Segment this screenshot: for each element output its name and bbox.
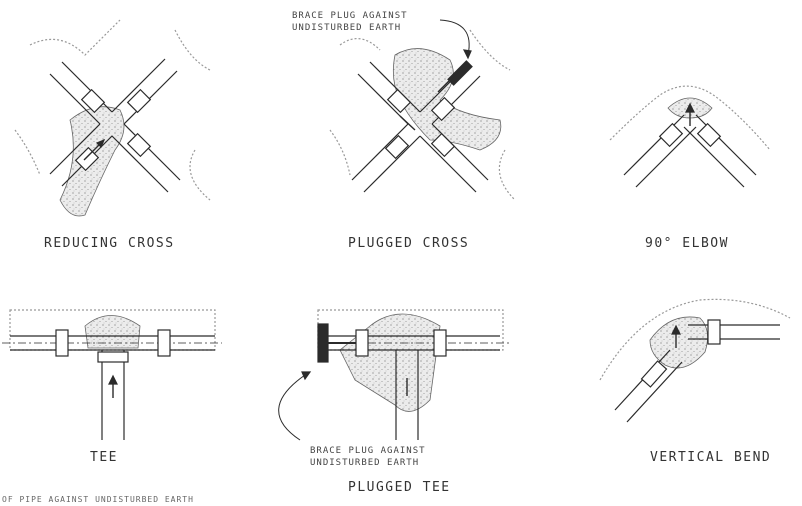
- earth-outline: [329, 29, 516, 201]
- joint-bell: [430, 132, 456, 158]
- elbow-90-label: 90° ELBOW: [645, 236, 729, 251]
- tee-drawing: [2, 309, 222, 440]
- pipe-nw: [357, 61, 421, 125]
- note-arrowhead: [462, 49, 472, 60]
- plugged-cross-label: PLUGGED CROSS: [348, 236, 470, 251]
- joint-bell: [640, 360, 668, 388]
- earth-outline: [14, 19, 211, 201]
- earth-outline: [599, 298, 791, 381]
- pipe-left-leg: [623, 114, 697, 188]
- note-line-2: UNDISTURBED EARTH: [292, 23, 402, 33]
- elbow-90-drawing: [609, 85, 771, 188]
- earth-cut: [9, 309, 216, 351]
- cropped-footer-note: OF PIPE AGAINST UNDISTURBED EARTH: [2, 495, 194, 504]
- tee-label: TEE: [90, 450, 118, 465]
- reducing-cross-drawing: [14, 19, 211, 217]
- thrust-arrowhead: [685, 102, 695, 113]
- plug-brace: [437, 71, 459, 93]
- note-arrowhead: [301, 371, 312, 381]
- joint-bell: [430, 96, 456, 122]
- joint-bell: [126, 88, 152, 114]
- concrete-thrust-block: [84, 315, 141, 349]
- note-line-1: BRACE PLUG AGAINST: [292, 11, 408, 21]
- vertical-bend-label: VERTICAL BEND: [650, 450, 772, 465]
- vertical-bend-drawing: [599, 298, 791, 423]
- plugged-cross-note: BRACE PLUG AGAINST UNDISTURBED EARTH: [292, 10, 408, 34]
- plug-cap: [447, 60, 473, 86]
- thrust-arrowhead: [95, 138, 106, 149]
- thrust-arrowhead: [671, 324, 681, 335]
- concrete-thrust-block: [392, 48, 502, 151]
- joint-bell: [157, 329, 171, 357]
- joint-bell: [74, 146, 100, 172]
- thrust-arrowhead: [108, 374, 118, 385]
- joint-bell: [707, 319, 721, 345]
- joint-bell: [55, 329, 69, 357]
- pipe-ne: [111, 58, 178, 125]
- concrete-thrust-block: [339, 313, 441, 412]
- concrete-thrust-block: [649, 316, 708, 369]
- joint-bell: [384, 134, 410, 160]
- note-line-1: BRACE PLUG AGAINST: [310, 446, 426, 456]
- note-line-2: UNDISTURBED EARTH: [310, 458, 420, 468]
- earth-outline: [609, 85, 771, 151]
- plugged-tee-note: BRACE PLUG AGAINST UNDISTURBED EARTH: [310, 445, 426, 469]
- plugged-cross-drawing: [329, 19, 516, 201]
- plug-cap: [317, 323, 329, 363]
- reducing-cross-label: REDUCING CROSS: [44, 236, 175, 251]
- joint-bell: [80, 88, 106, 114]
- plugged-tee-drawing: [278, 309, 510, 441]
- joint-bell: [126, 132, 152, 158]
- pipe-upper-run: [688, 324, 780, 340]
- note-leader: [278, 374, 306, 441]
- note-leader: [439, 19, 470, 56]
- joint-bell: [97, 351, 129, 363]
- pipe-right-leg: [683, 114, 757, 188]
- joint-bell: [355, 329, 369, 357]
- plugged-tee-label: PLUGGED TEE: [348, 480, 451, 495]
- joint-bell: [386, 88, 412, 114]
- thrust-arrow: [399, 115, 416, 131]
- joint-bell: [658, 122, 684, 148]
- joint-bell: [696, 122, 722, 148]
- joint-bell: [433, 329, 447, 357]
- pipe-sw: [351, 123, 421, 193]
- pipe-se: [111, 123, 181, 193]
